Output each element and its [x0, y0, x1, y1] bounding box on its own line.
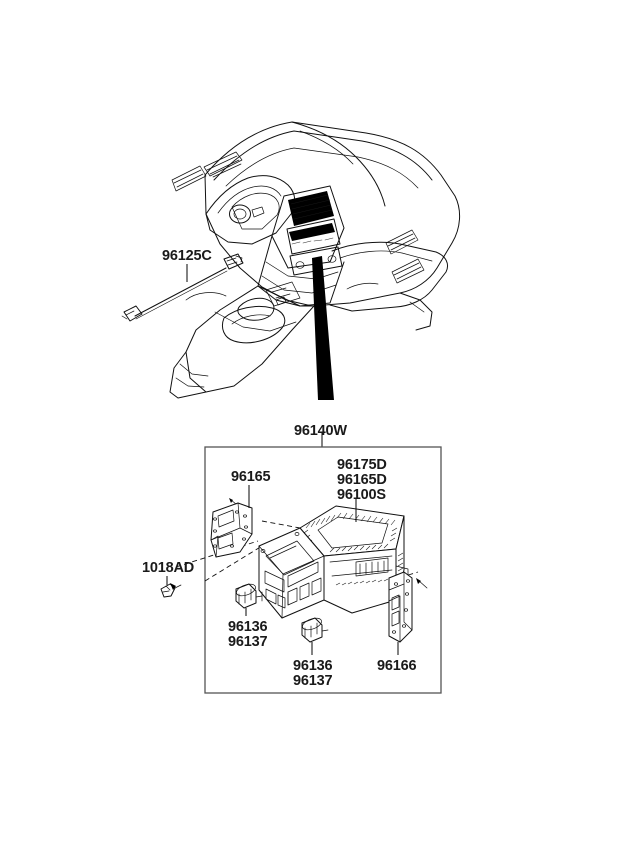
- callout-96136-tuning: 96136: [293, 658, 333, 674]
- bracket-radio-left: [210, 498, 253, 558]
- audio-assembly: [299, 505, 409, 614]
- exploded-detail-frame: [204, 446, 442, 694]
- vent-right: [385, 229, 419, 255]
- headlamp-switch: [229, 204, 265, 224]
- callout-96100s: 96100S: [337, 487, 386, 503]
- antenna-feeder-cable: [121, 253, 244, 322]
- callout-96140w: 96140W: [294, 423, 347, 439]
- center-stack: [271, 185, 345, 276]
- bracket-radio-right: [388, 571, 428, 643]
- vent-left-lower: [171, 165, 207, 192]
- callout-96136-volume: 96136: [228, 619, 268, 635]
- mounting-screw: [160, 583, 182, 598]
- callout-96166: 96166: [377, 658, 417, 674]
- vent-right-lower: [391, 258, 425, 284]
- knob-volume: [235, 583, 263, 609]
- callout-96137-tuning: 96137: [293, 673, 333, 689]
- preset-button-row: [287, 577, 322, 606]
- head-unit-pointer: [312, 256, 334, 400]
- callout-96165: 96165: [231, 469, 271, 485]
- radio-faceplate: [258, 527, 325, 619]
- vent-left: [203, 151, 243, 178]
- knob-tuning: [301, 617, 329, 643]
- callout-96137-volume: 96137: [228, 634, 268, 650]
- callout-1018ad: 1018AD: [142, 560, 194, 576]
- callout-96165d: 96165D: [337, 472, 387, 488]
- callout-96175d: 96175D: [337, 457, 387, 473]
- callout-96125c: 96125C: [162, 248, 212, 264]
